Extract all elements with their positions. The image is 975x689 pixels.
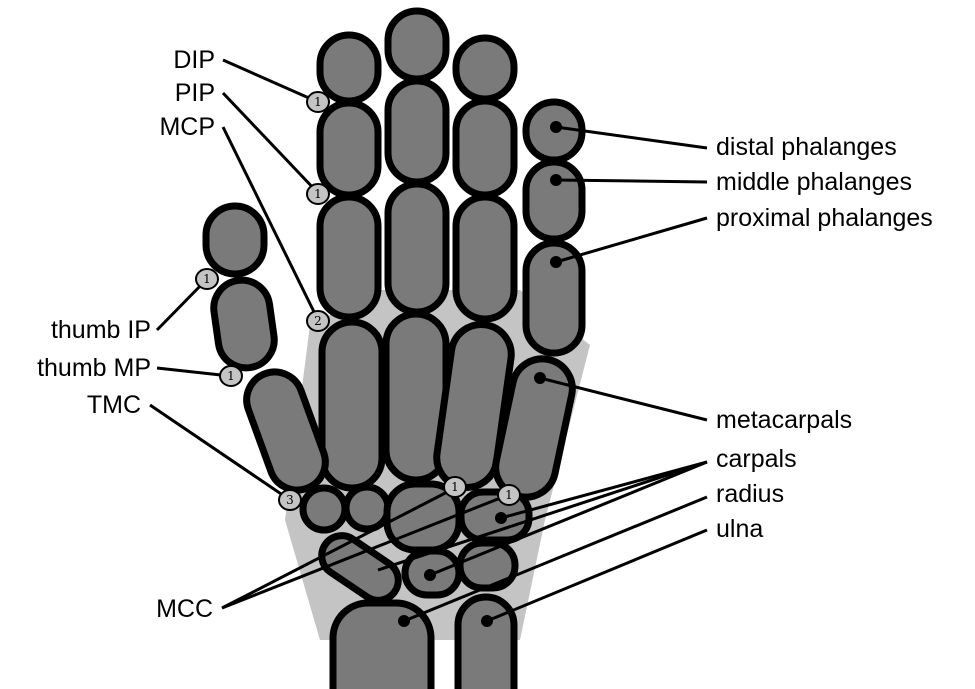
- label-ulna: ulna: [716, 515, 763, 543]
- badge-thumb-mp-count: 1: [227, 369, 235, 383]
- badge-carpal-center: 1: [444, 477, 466, 497]
- badge-thumb-ip: 1: [196, 269, 218, 289]
- distal-phalanx: [456, 38, 514, 99]
- label-metacarpals: metacarpals: [716, 406, 852, 434]
- badge-tmc: 3: [279, 490, 301, 510]
- ulna-bone: [458, 597, 514, 689]
- badge-tmc-count: 3: [286, 493, 294, 507]
- label-middle-phalanges: middle phalanges: [716, 168, 912, 196]
- leader-line-pip: [223, 93, 318, 193]
- middle-phalanx: [456, 101, 514, 195]
- middle-phalanx: [388, 81, 446, 182]
- badge-dip-count: 1: [314, 95, 322, 109]
- badge-dip: 1: [307, 92, 329, 112]
- proximal-phalanx: [456, 197, 514, 319]
- badge-carpal-right-count: 1: [505, 488, 513, 502]
- badge-mcp: 2: [307, 311, 329, 331]
- carpal-bone: [303, 488, 345, 530]
- label-thumb-ip: thumb IP: [51, 316, 151, 344]
- badge-thumb-mp: 1: [220, 366, 242, 386]
- label-radius: radius: [716, 480, 784, 508]
- carpal-bone: [460, 543, 515, 588]
- metacarpal-bone: [322, 322, 382, 488]
- distal-phalanx: [320, 35, 378, 101]
- thumb-proximal-phalanx: [210, 277, 278, 372]
- distal-phalanx: [388, 11, 446, 79]
- left-labels: DIP PIP MCP thumb IP thumb MP TMC MCC: [37, 46, 215, 623]
- leader-dot: [424, 569, 436, 581]
- label-mcp: MCP: [159, 113, 215, 141]
- leader-line-dip: [223, 60, 318, 102]
- leader-dot: [398, 615, 410, 627]
- label-proximal-phalanges: proximal phalanges: [716, 204, 933, 232]
- leader-dot: [550, 121, 562, 133]
- badge-carpal-center-count: 1: [451, 480, 459, 494]
- label-distal-phalanges: distal phalanges: [716, 133, 897, 161]
- leader-line-thumb-mp: [157, 368, 230, 376]
- badge-thumb-ip-count: 1: [203, 272, 211, 286]
- badge-mcp-count: 2: [314, 314, 322, 328]
- label-dip: DIP: [173, 46, 215, 74]
- proximal-phalanx: [388, 184, 446, 312]
- middle-phalanx: [320, 103, 378, 195]
- leader-dot: [550, 256, 562, 268]
- proximal-phalanx: [320, 197, 378, 317]
- leader-dot: [550, 174, 562, 186]
- badge-pip: 1: [307, 184, 329, 204]
- leader-line-middle: [556, 180, 707, 182]
- label-thumb-mp: thumb MP: [37, 354, 151, 382]
- label-tmc: TMC: [87, 391, 141, 419]
- carpal-bone: [346, 487, 388, 529]
- leader-dot: [481, 615, 493, 627]
- label-mcc: MCC: [156, 595, 213, 623]
- label-carpals: carpals: [716, 445, 797, 473]
- thumb-distal-phalanx: [206, 206, 264, 274]
- label-pip: PIP: [175, 79, 215, 107]
- right-labels: distal phalanges middle phalanges proxim…: [716, 133, 933, 543]
- leader-dot: [534, 372, 546, 384]
- leader-dot: [495, 512, 507, 524]
- badge-pip-count: 1: [314, 187, 322, 201]
- middle-phalanx: [526, 162, 582, 239]
- badge-carpal-right: 1: [498, 485, 520, 505]
